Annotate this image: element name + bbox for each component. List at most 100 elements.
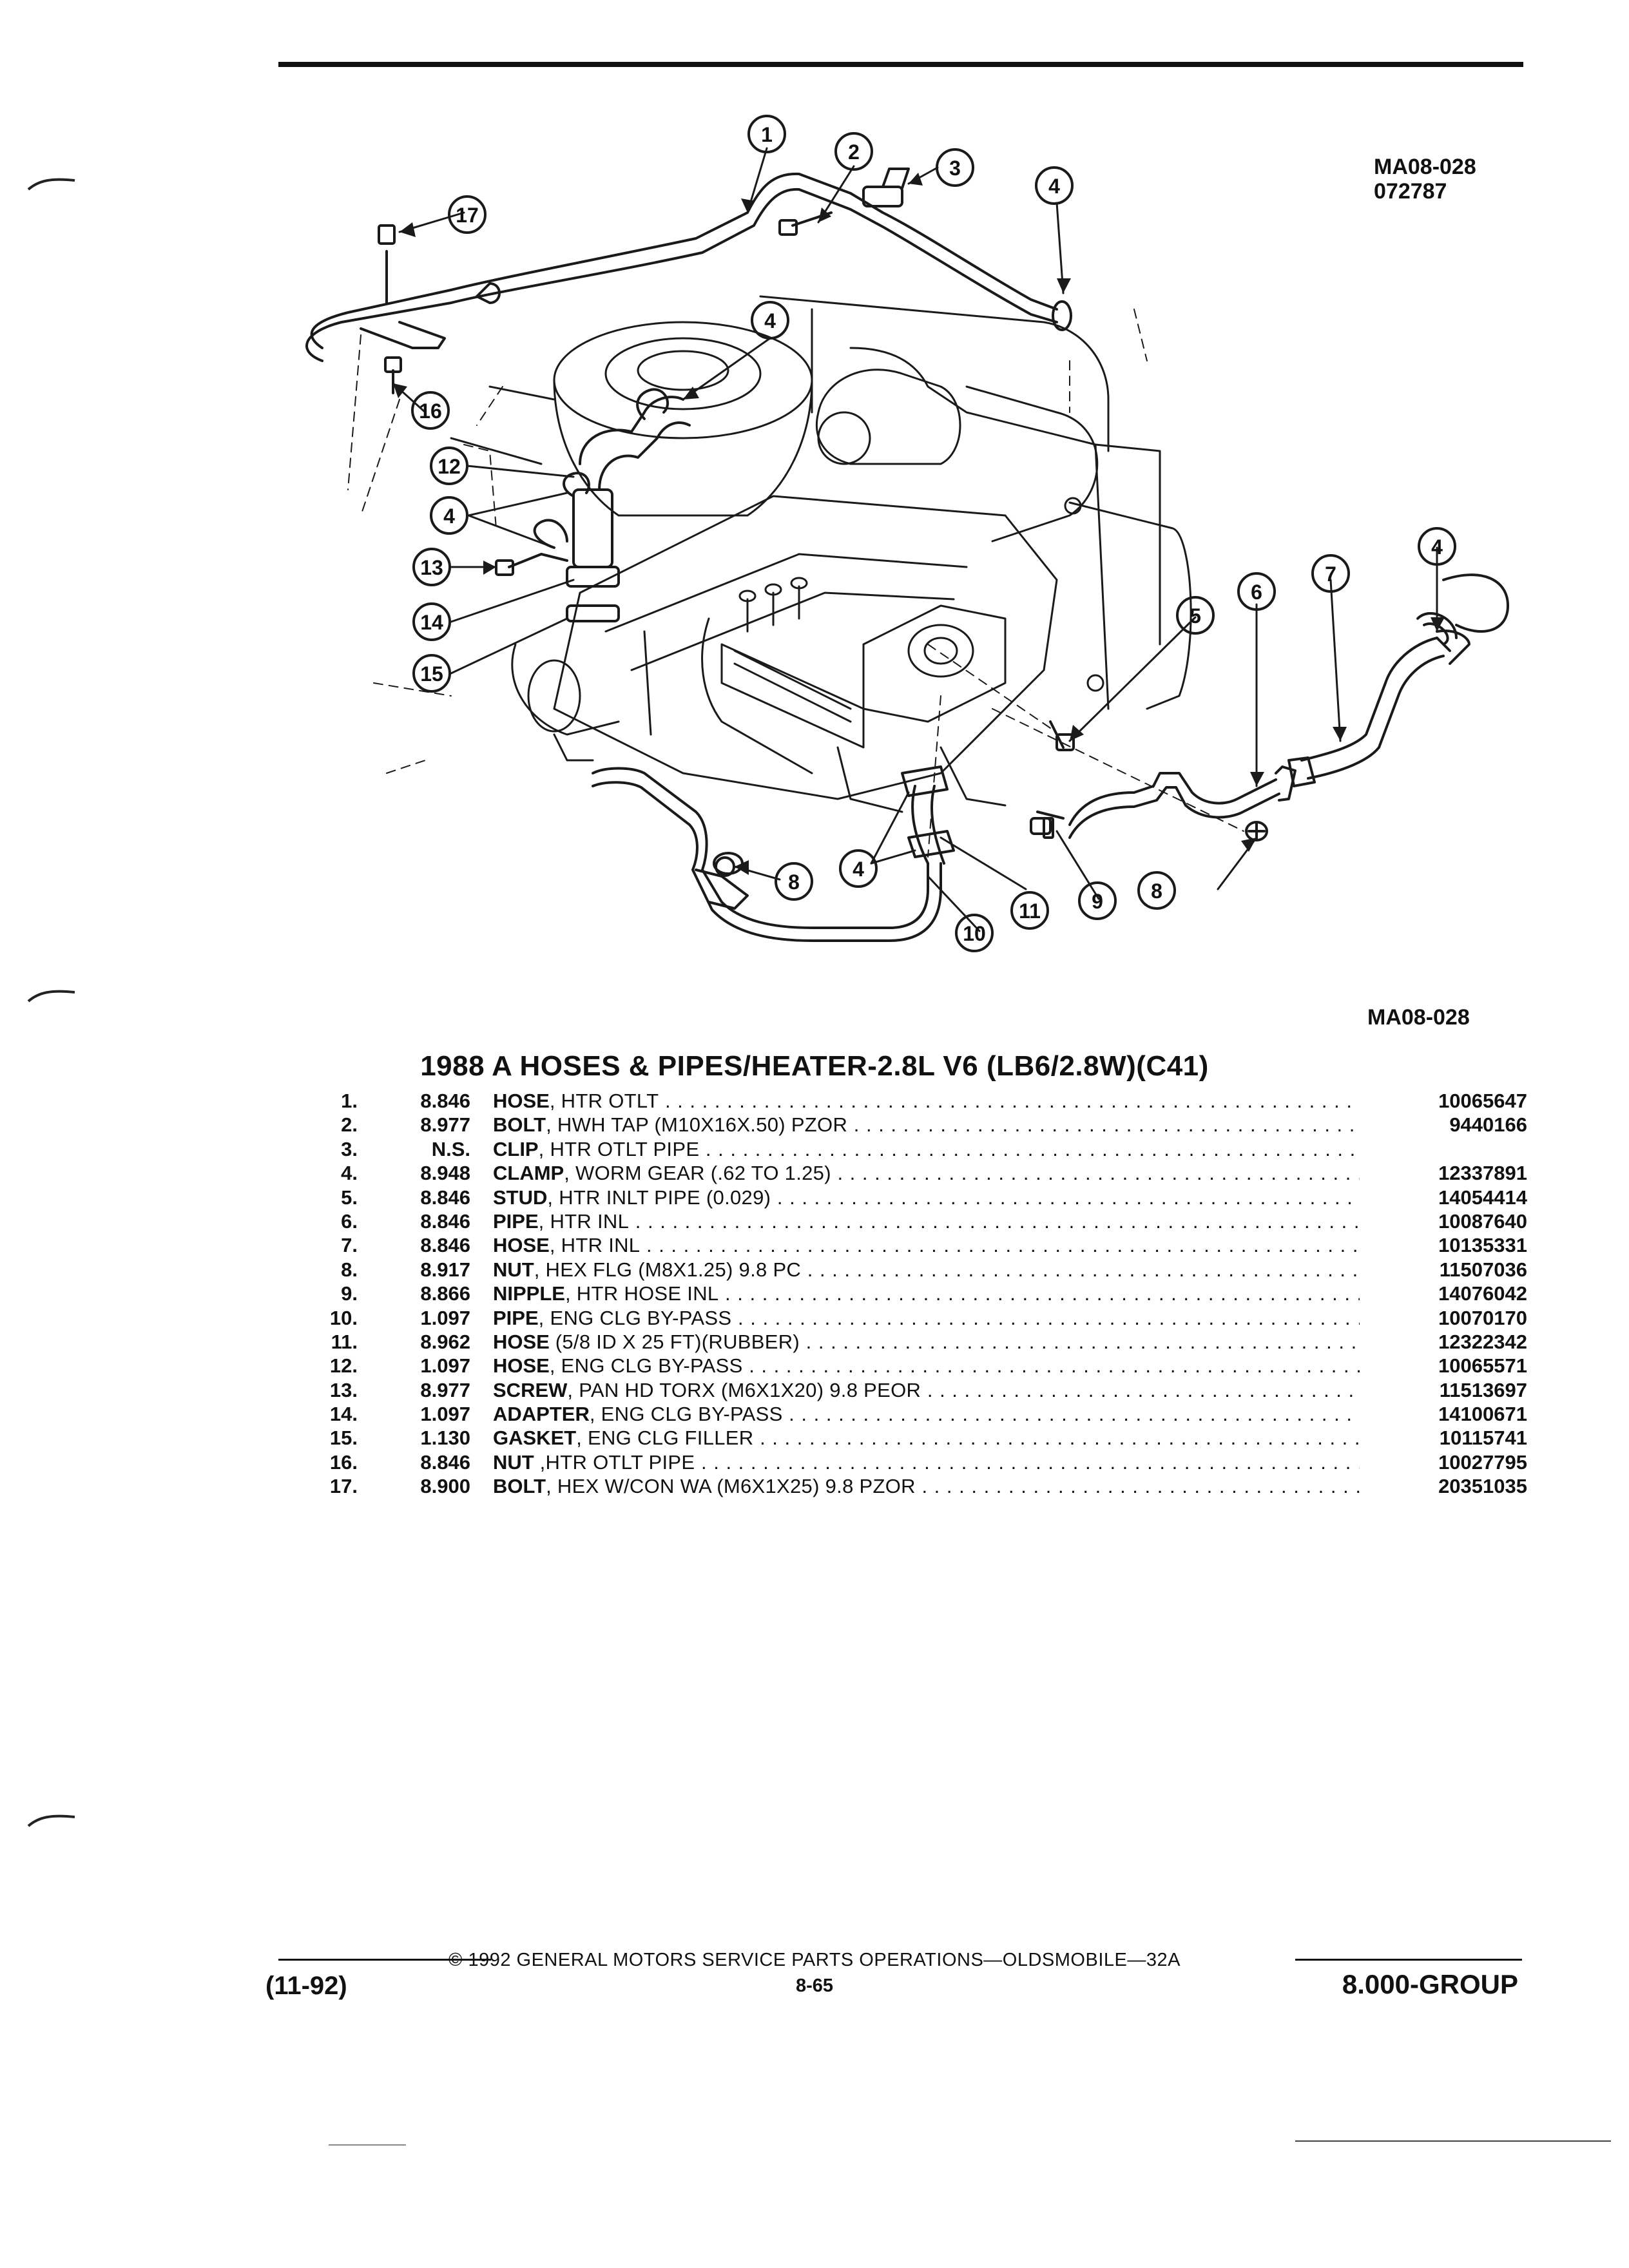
left-pipe-bracket [360,224,501,394]
part-detail: , HTR HOSE INL [564,1282,719,1305]
callout-label: 16 [419,399,442,423]
outlet-pipe-clip [862,168,910,207]
part-description: SCREW, PAN HD TORX (M6X1X20) 9.8 PEOR [493,1378,1360,1402]
arrowheads [393,173,1445,875]
scan-line [329,2144,406,2146]
part-group-number: 8.962 [420,1330,470,1353]
fasteners [715,720,1268,877]
callout-label: 4 [1431,535,1443,559]
parts-diagram: 1 2 3 4 4 17 16 12 4 13 14 15 5 6 7 4 8 … [305,115,1509,952]
part-number: 14076042 [1438,1282,1527,1305]
bypass-pipe [592,765,955,942]
blower-housing [815,369,1192,710]
top-rule [278,62,1523,67]
part-group-number: 8.846 [420,1186,470,1209]
part-name: BOLT [493,1475,546,1498]
scan-mark [27,990,75,1003]
callout-label: 15 [420,662,443,686]
part-detail: , HWH TAP (M10X16X.50) PZOR [546,1113,848,1137]
part-index: 2. [341,1113,358,1137]
leader-lines [392,147,1438,932]
figure-code-bottom: MA08-028 [1367,1005,1470,1030]
callout-label: 8 [788,870,800,894]
part-index: 4. [341,1162,358,1185]
footer-copyright: © 1992 GENERAL MOTORS SERVICE PARTS OPER… [448,1950,1181,1970]
part-number: 20351035 [1438,1475,1527,1498]
part-group-number: 8.846 [420,1090,470,1112]
part-number: 14100671 [1438,1403,1527,1426]
callout-label: 4 [764,309,776,332]
scan-line [1295,2140,1611,2142]
figure-date: 072787 [1374,179,1447,204]
part-group-number: 8.846 [420,1209,470,1233]
part-detail: , HTR INLT PIPE (0.029) [547,1186,771,1209]
part-name: NUT [493,1450,534,1474]
part-description: CLIP, HTR OTLT PIPE [493,1137,1360,1161]
part-detail: , WORM GEAR (.62 TO 1.25) [564,1162,831,1185]
engine-assembly [511,495,1058,813]
callout-markers [411,115,1456,952]
part-detail: , HTR INL [549,1234,641,1257]
part-index: 14. [329,1403,358,1426]
part-index: 12. [329,1354,358,1378]
part-name: STUD [493,1186,548,1209]
part-index: 6. [341,1209,358,1233]
part-description: NUT, HEX FLG (M8X1.25) 9.8 PC [493,1258,1360,1282]
part-description: GASKET, ENG CLG FILLER [493,1426,1360,1450]
part-group-number: 8.917 [420,1258,470,1281]
part-index: 15. [329,1427,358,1450]
callout-label: 6 [1251,581,1262,604]
part-detail: , HTR OTLT [549,1090,659,1112]
figure-code: MA08-028 [1374,155,1476,179]
part-group-number: 8.948 [420,1162,470,1185]
part-detail: , ENG CLG BY-PASS [589,1403,783,1426]
part-index: 17. [329,1475,358,1498]
part-index: 9. [341,1282,358,1305]
part-description: CLAMP, WORM GEAR (.62 TO 1.25) [493,1161,1360,1185]
callout-label: 8 [1151,879,1162,903]
part-group-number: 8.866 [420,1282,470,1305]
part-index: 5. [341,1186,358,1209]
part-number: 12337891 [1438,1162,1527,1185]
part-index: 11. [331,1330,358,1353]
part-name: GASKET [493,1427,577,1450]
part-group-number: 1.130 [420,1427,470,1450]
part-index: 13. [329,1378,358,1401]
footer-rule-left [278,1959,491,1961]
part-name: HOSE [493,1234,550,1257]
part-group-number: N.S. [431,1137,470,1160]
part-number: 10065647 [1438,1090,1527,1112]
part-index: 7. [341,1234,358,1257]
part-number: 10027795 [1438,1450,1527,1474]
part-name: PIPE [493,1306,539,1329]
section-title: 1988 A HOSES & PIPES/HEATER-2.8L V6 (LB6… [420,1050,1209,1082]
part-name: CLIP [493,1137,539,1160]
part-name: NUT [493,1258,534,1281]
part-detail: , HEX FLG (M8X1.25) 9.8 PC [534,1258,802,1281]
part-description: HOSE, HTR OTLT [493,1089,1360,1113]
part-name: NIPPLE [493,1282,565,1305]
scan-mark [27,1814,75,1827]
heater-inlet-pipe [1068,573,1509,839]
part-description: NIPPLE, HTR HOSE INL [493,1282,1360,1305]
part-number: 12322342 [1438,1330,1527,1353]
callout-label: 4 [853,858,864,881]
part-group-number: 8.846 [420,1450,470,1474]
part-detail: , ENG CLG FILLER [576,1427,754,1450]
part-name: HOSE [493,1330,550,1353]
figure-reference: MA08-028 072787 [1374,155,1476,204]
callout-label: 12 [438,455,461,478]
parts-list-row: 3.N.S.CLIP, HTR OTLT PIPE [309,1137,1527,1161]
part-detail: , HTR INL [538,1209,630,1233]
part-number: 11513697 [1439,1378,1527,1401]
part-detail: , PAN HD TORX (M6X1X20) 9.8 PEOR [567,1378,921,1401]
